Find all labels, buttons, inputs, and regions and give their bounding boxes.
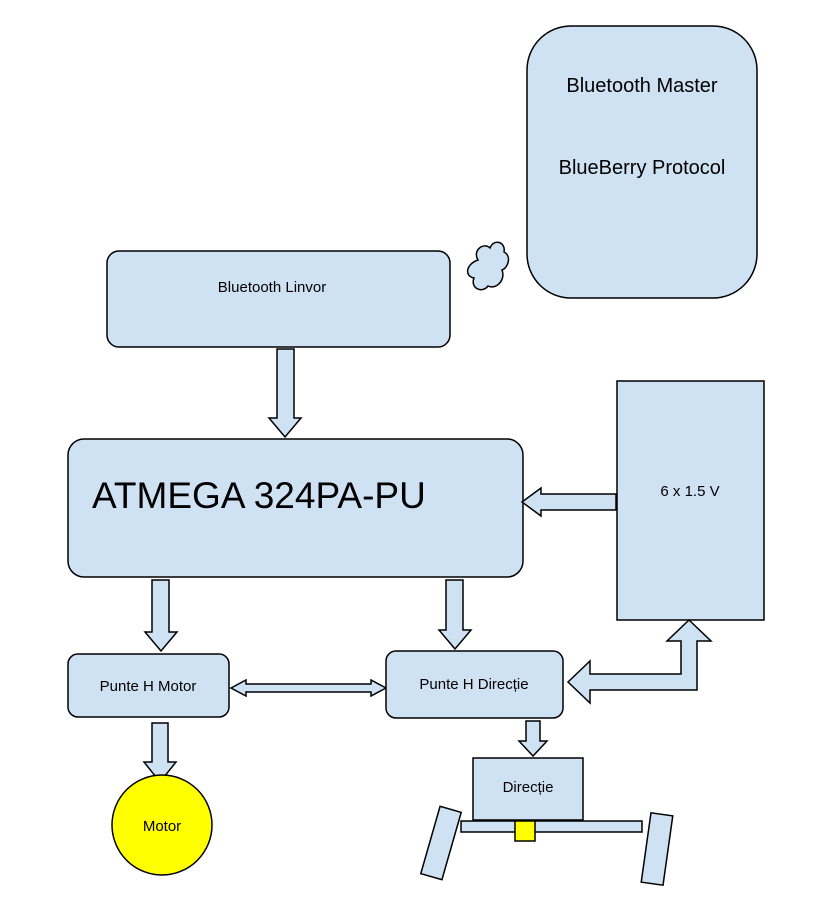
- steering-label: Direcție: [503, 779, 554, 796]
- battery-label: 6 x 1.5 V: [660, 483, 719, 500]
- battery-block: 6 x 1.5 V: [616, 380, 765, 621]
- blueberry-protocol-label: BlueBerry Protocol: [559, 157, 726, 179]
- steering-block: [472, 757, 584, 821]
- bluetooth-master-label: Bluetooth Master: [566, 75, 718, 97]
- bluetooth-linvor-block: Bluetooth Linvor: [106, 250, 451, 348]
- wireless-link-cloud: [466, 241, 510, 291]
- mcu-block: ATMEGA 324PA-PU: [67, 438, 524, 578]
- steering-pivot: [514, 820, 536, 842]
- arrow-battery-to-steering-bridge: [566, 618, 713, 705]
- right-wheel: [640, 811, 674, 887]
- steering-axle: [460, 820, 643, 833]
- motor-bridge-label: Punte H Motor: [100, 678, 197, 695]
- motor-label: Motor: [143, 818, 181, 835]
- arrow-battery-to-mcu: [520, 486, 617, 518]
- arrow-bridge-link: [229, 678, 388, 698]
- motor-bridge-block: Punte H Motor: [67, 653, 230, 718]
- mcu-label: ATMEGA 324PA-PU: [92, 475, 426, 516]
- steering-bridge-label: Punte H Direcție: [419, 676, 528, 693]
- bluetooth-master-block: Bluetooth Master BlueBerry Protocol: [526, 25, 758, 299]
- arrow-linvor-to-mcu: [267, 348, 303, 439]
- steering-bridge-block: Punte H Direcție: [385, 650, 564, 719]
- arrow-bridge-to-steering: [517, 720, 549, 758]
- motor-block: Motor: [111, 774, 213, 876]
- arrow-bridge-to-motor: [142, 722, 178, 784]
- bluetooth-linvor-label: Bluetooth Linvor: [218, 279, 326, 296]
- arrow-mcu-to-steering-bridge: [437, 579, 473, 651]
- steering-assembly: Direcție: [419, 757, 674, 887]
- arrow-mcu-to-motor-bridge: [143, 579, 179, 653]
- left-wheel: [419, 805, 463, 881]
